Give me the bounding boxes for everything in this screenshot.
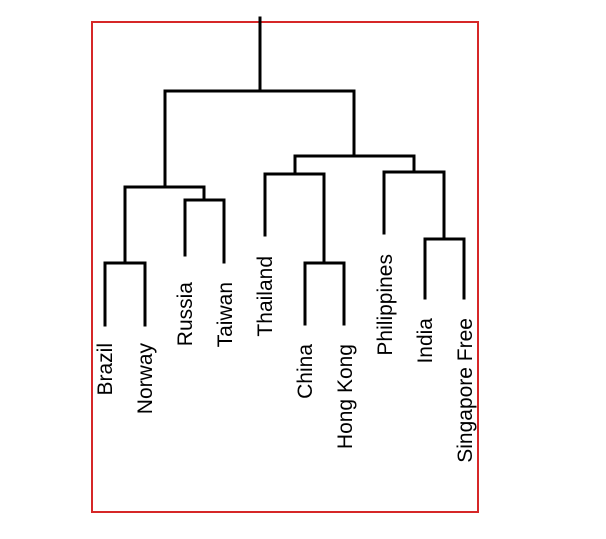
leaf-label-taiwan: Taiwan: [214, 282, 237, 347]
plot-frame: [91, 21, 479, 513]
leaf-label-india: India: [414, 318, 437, 364]
merge-brazil-norway: [103, 261, 147, 327]
leaf-label-china: China: [294, 344, 317, 399]
leaf-label-brazil: Brazil: [94, 343, 117, 396]
leaf-label-hongkong: Hong Kong: [334, 344, 357, 449]
leaf-labels: Brazil Norway Russia Taiwan Thailand Chi…: [94, 254, 477, 463]
merge-thailand-china-hongkong: [263, 172, 326, 265]
merge-russia-taiwan: [183, 198, 226, 264]
dendrogram-branches: [103, 16, 466, 327]
leaf-label-thailand: Thailand: [254, 256, 277, 337]
merge-asia-groups: [293, 154, 416, 176]
merge-china-hongkong: [303, 261, 346, 326]
root-merge: [163, 89, 356, 189]
leaf-label-norway: Norway: [134, 343, 157, 415]
leaf-label-russia: Russia: [174, 282, 197, 347]
merge-philippines-india-singapore: [382, 170, 446, 241]
merge-brazil-norway-russia-taiwan: [123, 185, 206, 265]
merge-india-singapore: [423, 237, 466, 300]
leaf-label-philippines: Philippines: [374, 254, 397, 356]
leaf-label-singapore: Singapore Free: [454, 318, 477, 463]
